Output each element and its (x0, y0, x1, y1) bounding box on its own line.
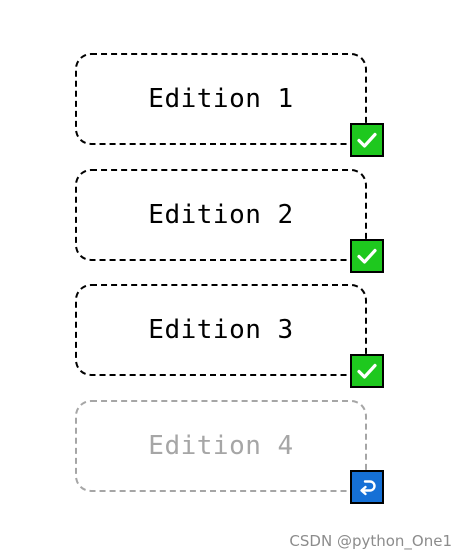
edition-card-2: Edition 2 (75, 169, 367, 261)
edition-label: Edition 1 (148, 84, 294, 114)
edition-card-1: Edition 1 (75, 53, 367, 145)
check-icon (350, 123, 384, 157)
edition-label: Edition 3 (148, 315, 294, 345)
edition-card-3: Edition 3 (75, 284, 367, 376)
edition-label: Edition 4 (148, 431, 294, 461)
undo-icon[interactable] (350, 470, 384, 504)
check-icon (350, 354, 384, 388)
watermark: CSDN @python_One1 (289, 532, 452, 550)
edition-label: Edition 2 (148, 200, 294, 230)
check-icon (350, 239, 384, 273)
edition-card-4: Edition 4 (75, 400, 367, 492)
